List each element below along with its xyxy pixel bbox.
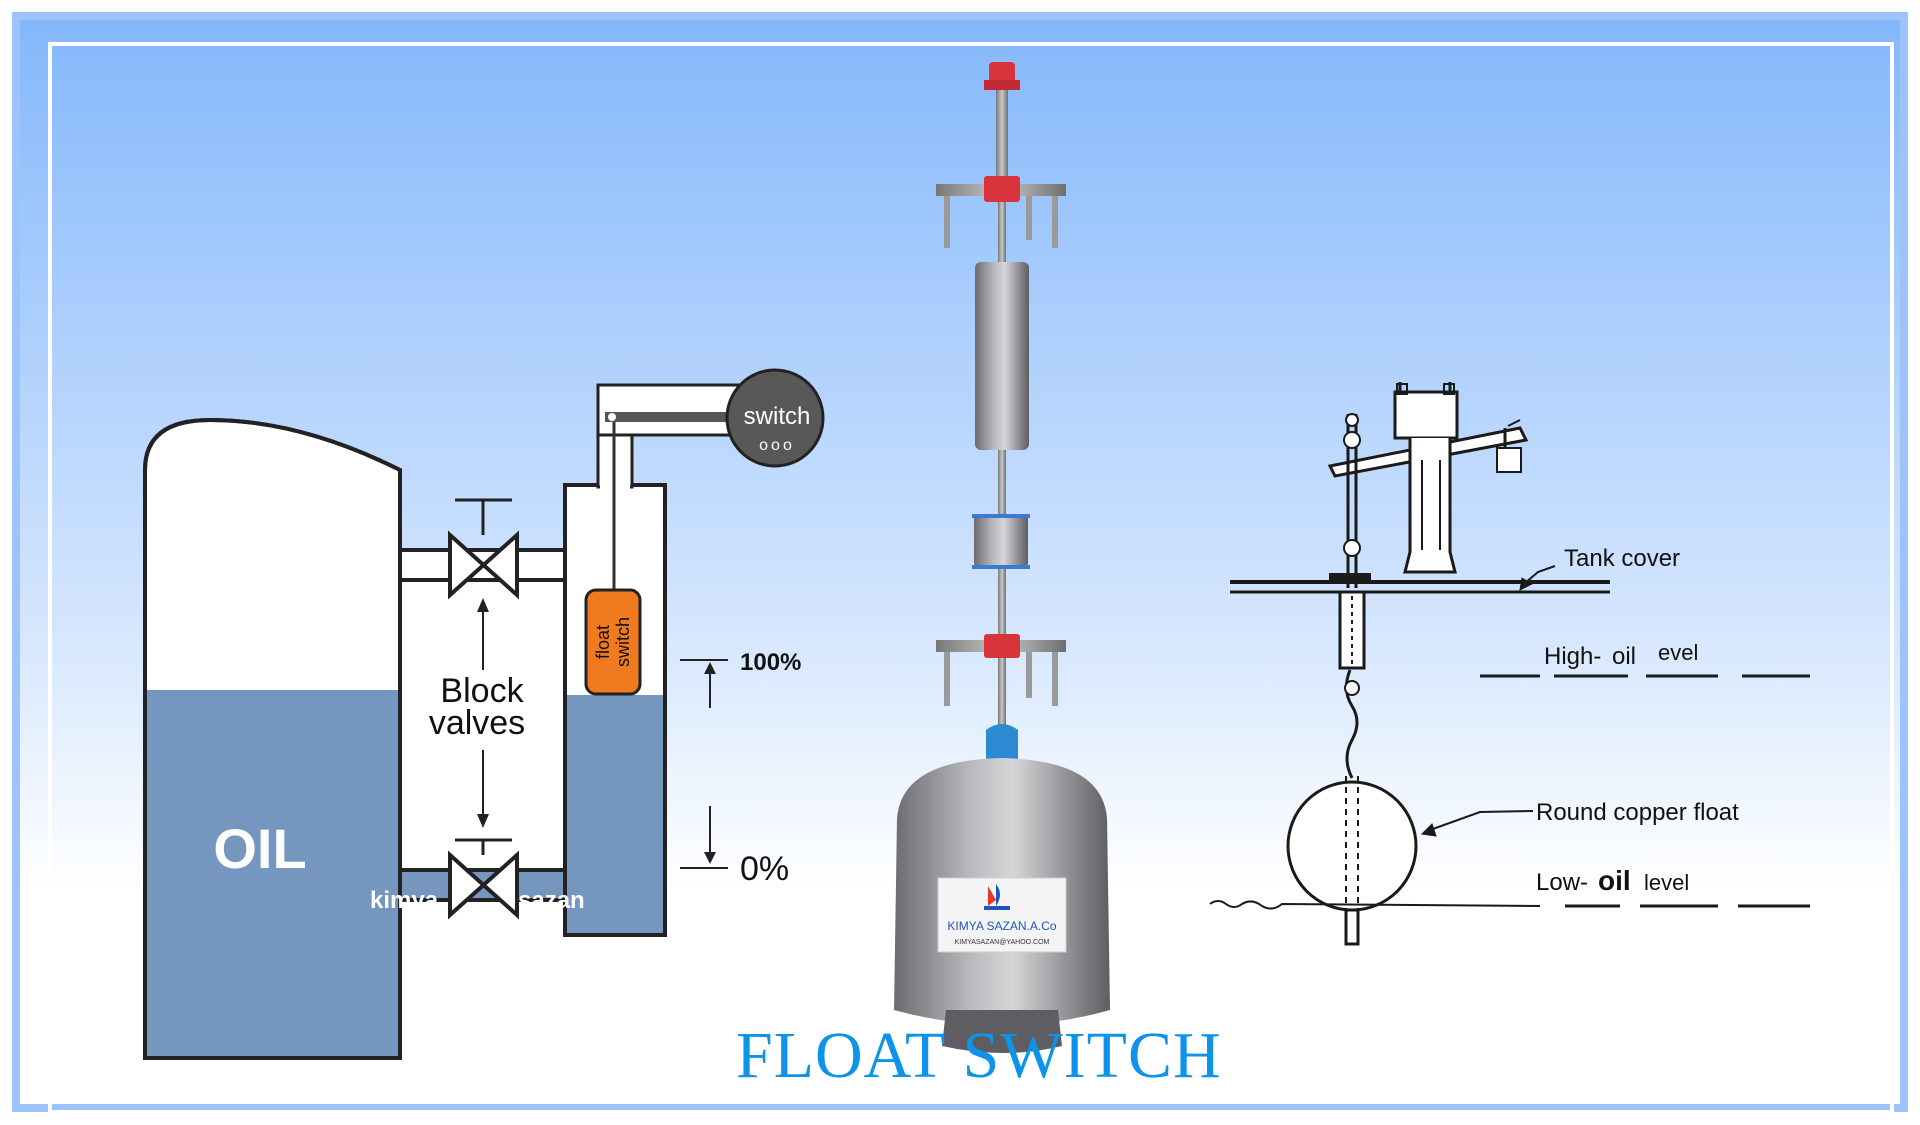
oil-label: OIL [213,817,306,880]
float-switch [584,588,642,696]
right-diagram-labels: Tank cover High- oil evel Round copper f… [1536,545,1739,896]
low-oil-level-c: level [1644,870,1689,895]
product-label [937,877,1067,953]
float-switch-photo: KIMYA SAZAN.A.Co KIMYASAZAN@YAHOO.COM [894,62,1110,1053]
oil-fill [147,690,398,1056]
high-oil-level-b: oil [1612,643,1636,670]
level-low-label: 0% [740,850,789,888]
product-label-email: KIMYASAZAN@YAHOO.COM [955,939,1050,946]
watermark-sazan: sazan [518,887,585,914]
level-indicator: 100% 0% [680,649,801,888]
float-label-line2: switch [613,617,633,667]
high-oil-level-a: High- [1544,643,1601,670]
switch-dots: ooo [759,437,795,454]
block-valves-line2: valves [429,704,525,742]
switch-label: switch [744,403,811,430]
float-label-line1: float [593,625,613,659]
high-oil-level-c: evel [1658,640,1698,665]
left-tank-diagram: switch ooo float switch Block valves OIL [143,368,825,1060]
inner-border [48,42,1894,1114]
round-copper-float-label: Round copper float [1536,799,1739,826]
block-valves-line1: Block [440,672,524,710]
round-copper-float [1286,780,1418,912]
low-oil-level-a: Low- [1536,869,1588,896]
low-oil-level-b: oil [1598,865,1631,896]
right-float-level-diagram [1209,382,1810,946]
watermark-kimya: kimya [370,887,439,914]
page-title: FLOAT SWITCH [736,1019,1222,1092]
product-label-company: KIMYA SAZAN.A.Co [947,919,1056,933]
tank-cover-label: Tank cover [1564,545,1680,572]
switch-head [725,368,825,468]
lower-block-valve [448,838,519,920]
level-high-label: 100% [740,649,801,676]
upper-block-valve [448,498,519,600]
